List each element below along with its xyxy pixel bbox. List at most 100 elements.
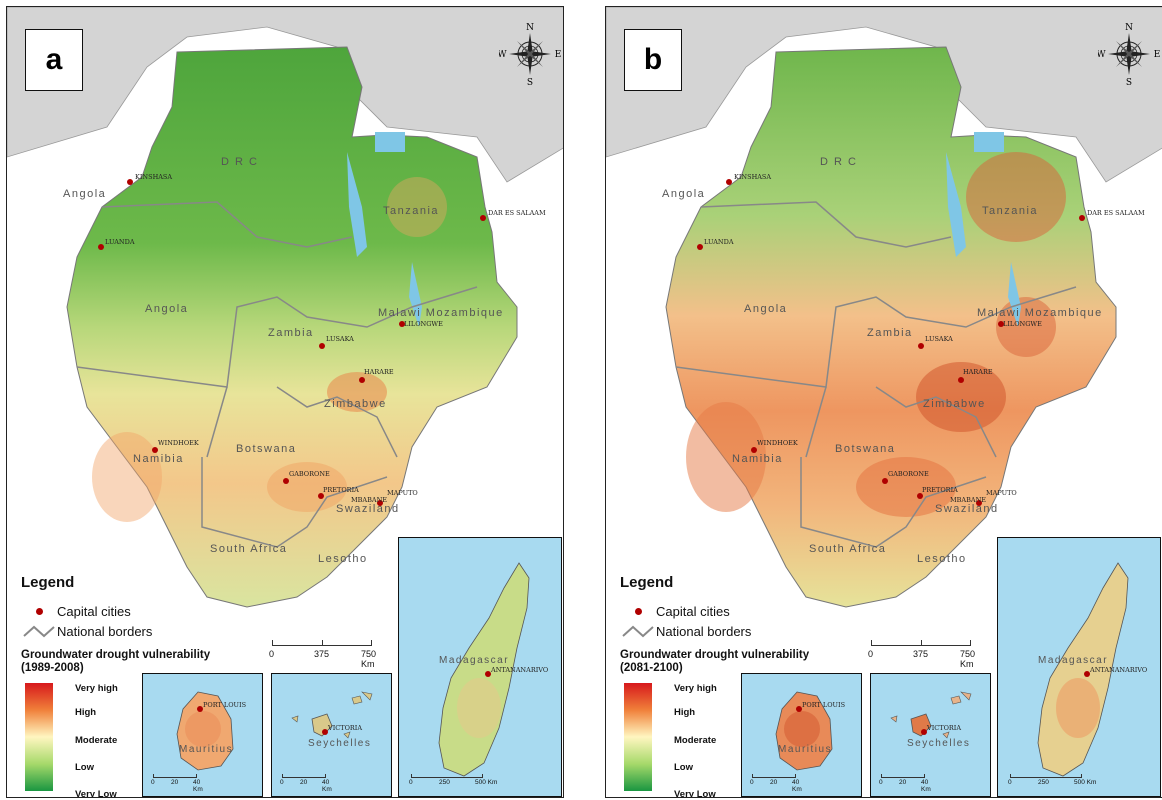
city-port-louis: PORT LOUIS <box>203 701 247 709</box>
scalebar: 0 375 750 Km <box>269 640 379 670</box>
city-dar-es-salaam: DAR ES SALAAM <box>488 209 546 217</box>
label-drc: D R C <box>221 156 259 168</box>
legend-capital-row: Capital cities <box>620 601 860 621</box>
city-mbabane: MBABANE <box>950 496 987 504</box>
city-kinshasa: KINSHASA <box>135 173 173 181</box>
capital-dot <box>322 729 328 735</box>
capital-dot <box>98 244 104 250</box>
city-kinshasa: KINSHASA <box>734 173 772 181</box>
inset-mauritius: PORT LOUIS Mauritius 0 20 40 Km <box>142 673 263 797</box>
label-lesotho: Lesotho <box>917 553 967 565</box>
compass-w: W <box>499 50 507 60</box>
city-pretoria: PRETORIA <box>922 486 958 494</box>
city-lusaka: LUSAKA <box>925 335 953 343</box>
city-luanda: LUANDA <box>704 238 734 246</box>
capital-dot <box>152 447 158 453</box>
border-line-icon <box>23 625 55 638</box>
inset-scale-madagascar: 0 250 500 Km <box>1008 774 1098 788</box>
label-angola-north: Angola <box>63 188 107 200</box>
capital-dot <box>485 671 491 677</box>
map-canvas-a <box>7 7 563 797</box>
label-seychelles: Seychelles <box>308 738 372 749</box>
border-line-icon <box>622 625 654 638</box>
label-south-africa: South Africa <box>809 543 887 555</box>
legend-border-row: National borders <box>620 621 860 641</box>
inset-mauritius: PORT LOUIS Mauritius 0 20 40 Km <box>741 673 862 797</box>
svg-text:E: E <box>1154 50 1160 60</box>
capital-dot <box>399 321 405 327</box>
capital-dot-icon <box>35 607 43 615</box>
svg-text:N: N <box>1125 23 1133 33</box>
label-botswana: Botswana <box>835 443 896 455</box>
svg-text:S: S <box>1126 78 1132 87</box>
legend: Legend Capital cities National borders G… <box>21 574 261 797</box>
compass-n: N <box>526 23 534 33</box>
compass-rose-icon: N S W E <box>499 23 561 87</box>
inset-seychelles: VICTORIA Seychelles 0 20 40 Km <box>870 673 991 797</box>
city-mbabane: MBABANE <box>351 496 388 504</box>
city-harare: HARARE <box>963 368 993 376</box>
mauritius-map <box>775 691 833 771</box>
scale-label-0: 0 <box>269 649 275 659</box>
legend-border-label: National borders <box>57 623 153 639</box>
legend-title: Legend <box>620 574 674 591</box>
capital-dot <box>697 244 703 250</box>
city-maputo: MAPUTO <box>986 489 1017 497</box>
capital-dot <box>1079 215 1085 221</box>
ramp-label-low: Low <box>75 762 94 773</box>
label-lesotho: Lesotho <box>318 553 368 565</box>
label-namibia: Namibia <box>732 453 783 465</box>
legend-border-row: National borders <box>21 621 261 641</box>
capital-dot <box>958 377 964 383</box>
label-malawi-mozambique: Malawi Mozambique <box>378 307 504 319</box>
capital-dot <box>377 500 383 506</box>
capital-dot <box>1084 671 1090 677</box>
compass-e: E <box>555 50 561 60</box>
capital-dot <box>319 343 325 349</box>
inset-scale-madagascar: 0 250 500 Km <box>409 774 499 788</box>
legend-capital-label: Capital cities <box>57 603 131 619</box>
label-tanzania: Tanzania <box>982 205 1039 217</box>
ramp-label-high: High <box>674 707 696 718</box>
city-antananarivo: ANTANANARIVO <box>491 666 549 674</box>
label-south-africa: South Africa <box>210 543 288 555</box>
label-angola: Angola <box>145 303 189 315</box>
label-mauritius: Mauritius <box>179 744 234 755</box>
legend-capital-label: Capital cities <box>656 603 730 619</box>
city-maputo: MAPUTO <box>387 489 418 497</box>
mauritius-map <box>176 691 234 771</box>
city-gaborone: GABORONE <box>888 470 929 478</box>
city-lusaka: LUSAKA <box>326 335 354 343</box>
label-tanzania: Tanzania <box>383 205 440 217</box>
color-ramp: Very high High Moderate Low Very Low <box>620 683 860 797</box>
ramp-label-very-high: Very high <box>75 683 118 694</box>
capital-dot <box>318 493 324 499</box>
capital-dot <box>917 493 923 499</box>
label-angola-north: Angola <box>662 188 706 200</box>
city-victoria: VICTORIA <box>927 724 962 732</box>
map-panel-b: b N S W E D R C Angola Tanzania Angola Z… <box>605 6 1162 798</box>
capital-dot <box>918 343 924 349</box>
capital-dot <box>283 478 289 484</box>
inset-scale-mauritius: 0 20 40 Km <box>151 774 211 793</box>
label-madagascar: Madagascar <box>439 655 510 666</box>
label-zambia: Zambia <box>268 327 314 339</box>
vulnerability-title: Groundwater drought vulnerability (2081-… <box>620 649 810 674</box>
label-swaziland: Swaziland <box>935 503 999 515</box>
color-ramp-bar <box>25 683 53 791</box>
city-pretoria: PRETORIA <box>323 486 359 494</box>
inset-scale-seychelles: 0 20 40 Km <box>280 774 340 793</box>
ramp-label-low: Low <box>674 762 693 773</box>
svg-text:W: W <box>1098 50 1106 60</box>
legend-title: Legend <box>21 574 75 591</box>
scalebar: 0 375 750 Km <box>868 640 978 670</box>
city-luanda: LUANDA <box>105 238 135 246</box>
legend-capital-row: Capital cities <box>21 601 261 621</box>
ramp-label-very-low: Very Low <box>75 789 117 798</box>
city-windhoek: WINDHOEK <box>158 439 199 447</box>
southern-africa-land <box>66 46 518 608</box>
capital-dot <box>998 321 1004 327</box>
capital-dot <box>921 729 927 735</box>
ramp-label-high: High <box>75 707 97 718</box>
vulnerability-title: Groundwater drought vulnerability (1989-… <box>21 649 211 674</box>
